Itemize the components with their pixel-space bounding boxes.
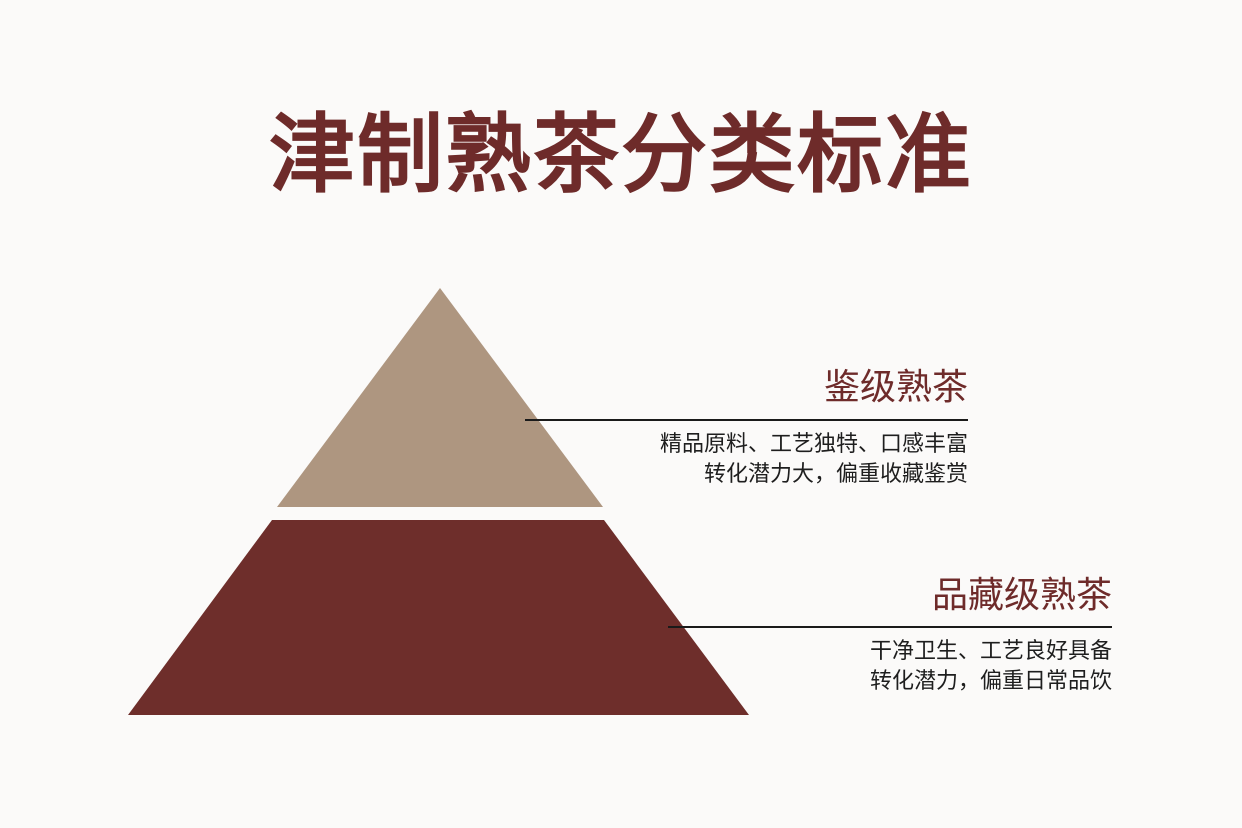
page-title: 津制熟茶分类标准: [269, 104, 973, 205]
tier-bottom-description-line: 干净卫生、工艺良好具备: [869, 639, 1112, 664]
tier-bottom-description: 干净卫生、工艺良好具备 转化潜力，偏重日常品饮: [870, 637, 1112, 697]
tier-top-description-line: 精品原料、工艺独特、口感丰富: [659, 432, 968, 457]
tier-top-leader-line: [525, 419, 968, 421]
tier-top-description-line: 转化潜力大，偏重收藏鉴赏: [703, 462, 968, 487]
tier-bottom-description-line: 转化潜力，偏重日常品饮: [869, 669, 1112, 694]
tier-bottom-leader-line: [668, 626, 1112, 628]
pyramid-tier-top: [277, 288, 603, 507]
pyramid-tier-bottom: [128, 520, 749, 715]
tier-top-description: 精品原料、工艺独特、口感丰富 转化潜力大，偏重收藏鉴赏: [660, 430, 968, 490]
tier-bottom-name: 品藏级熟茶: [931, 575, 1112, 616]
tier-top-name: 鉴级熟茶: [823, 367, 968, 408]
